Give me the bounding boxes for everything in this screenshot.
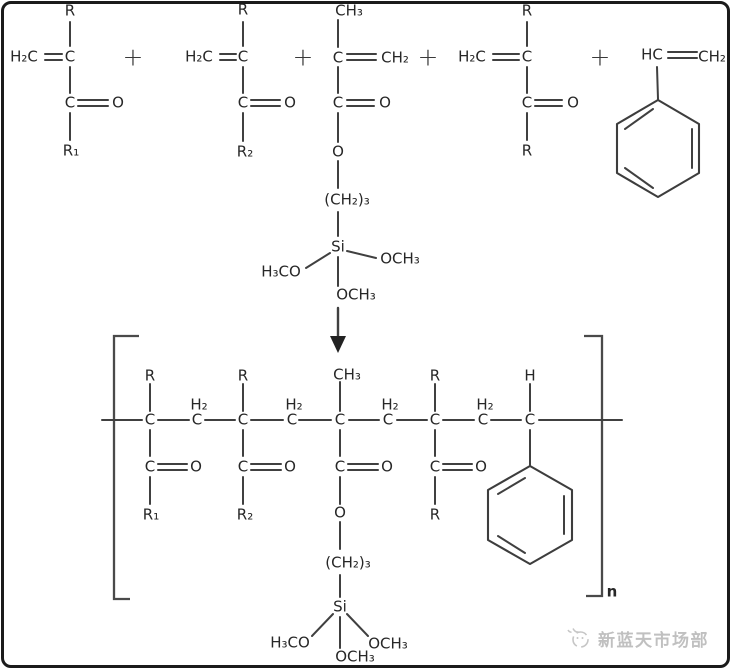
- m4-vinyl-label: H₂C: [458, 47, 486, 66]
- plus-sign-4: +: [589, 42, 611, 72]
- watermark: 新蓝天市场部: [564, 622, 709, 654]
- methylene1-c-label: C: [191, 410, 203, 429]
- u3-propylene-label: (CH₂)₃: [325, 553, 371, 572]
- m1-carbonyl-o-label: O: [112, 93, 124, 112]
- plus-sign-2: +: [292, 42, 314, 72]
- m2-carbonyl-c-label: C: [237, 93, 249, 112]
- m1-top-label: R: [64, 1, 76, 20]
- u2-backbone-c-label: C: [237, 410, 249, 429]
- m3-carbonyl-c-label: C: [332, 93, 344, 112]
- right-bracket: [584, 334, 604, 598]
- u3-methyl-label: CH₃: [333, 365, 361, 384]
- m3-methoxy-left-label: H₃CO: [261, 262, 301, 281]
- plus-sign-3: +: [417, 42, 439, 72]
- u5-top-label: H: [524, 366, 536, 385]
- m3-methyl-label: CH₃: [335, 1, 363, 20]
- repeat-subscript-n: n: [606, 582, 618, 601]
- monomer2-bonds: [219, 21, 281, 142]
- u5-backbone-c-label: C: [524, 410, 536, 429]
- u4-carbonyl-o-label: O: [475, 457, 487, 476]
- u3-methoxy-right-label: OCH₃: [368, 634, 408, 653]
- m2-top-label: R: [237, 0, 249, 19]
- u3-methoxy-bottom-label: OCH₃: [335, 647, 375, 666]
- m2-alpha-c-label: C: [237, 47, 249, 66]
- unit5-bonds: [486, 383, 574, 566]
- m2-vinyl-label: H₂C: [185, 47, 213, 66]
- m3-alpha-c-label: C: [332, 48, 344, 67]
- unit2-bonds: [242, 383, 282, 505]
- m2-bottom-label: R₂: [236, 142, 254, 161]
- u4-carbonyl-c-label: C: [429, 457, 441, 476]
- methylene3-h2-label: H₂: [381, 395, 399, 414]
- monomer1-bonds: [44, 21, 109, 141]
- methylene2-c-label: C: [286, 410, 298, 429]
- polymer-benzene-ring: [486, 464, 574, 566]
- u1-bottom-label: R₁: [142, 505, 160, 524]
- styrene-benzene-ring: [615, 98, 701, 199]
- m3-carbonyl-o-label: O: [379, 93, 391, 112]
- m5-vinyl-hc-label: HC: [641, 45, 663, 64]
- unit1-bonds: [149, 383, 188, 505]
- m3-methoxy-bottom-label: OCH₃: [336, 285, 376, 304]
- u3-carbonyl-o-label: O: [381, 457, 393, 476]
- m3-silicon-label: Si: [331, 237, 345, 256]
- u2-carbonyl-o-label: O: [284, 457, 296, 476]
- m1-alpha-c-label: C: [64, 47, 76, 66]
- m1-vinyl-label: H₂C: [10, 47, 38, 66]
- m4-top-label: R: [521, 1, 533, 20]
- u1-backbone-c-label: C: [144, 410, 156, 429]
- u2-carbonyl-c-label: C: [237, 457, 249, 476]
- company-logo-icon: [567, 628, 589, 648]
- methylene2-h2-label: H₂: [285, 395, 303, 414]
- plus-sign-1: +: [122, 42, 144, 72]
- u3-carbonyl-c-label: C: [334, 457, 346, 476]
- m4-carbonyl-o-label: O: [567, 93, 579, 112]
- u2-bottom-label: R₂: [236, 505, 254, 524]
- m4-bottom-label: R: [521, 141, 533, 160]
- methylene4-h2-label: H₂: [476, 395, 494, 414]
- u3-backbone-c-label: C: [334, 410, 346, 429]
- u3-ester-o-label: O: [334, 503, 346, 522]
- m3-methoxy-right-label: OCH₃: [380, 249, 420, 268]
- u4-bottom-label: R: [429, 505, 441, 524]
- m1-carbonyl-c-label: C: [64, 93, 76, 112]
- methylene1-h2-label: H₂: [190, 395, 208, 414]
- monomer3-bonds: [305, 19, 377, 287]
- m3-ester-o-label: O: [332, 142, 344, 161]
- m4-alpha-c-label: C: [521, 47, 533, 66]
- u1-top-label: R: [144, 366, 156, 385]
- m1-bottom-label: R₁: [62, 141, 80, 160]
- left-bracket: [112, 334, 139, 601]
- u4-top-label: R: [429, 366, 441, 385]
- unit4-bonds: [434, 383, 473, 505]
- m4-carbonyl-c-label: C: [521, 93, 533, 112]
- m3-vinyl-label: CH₂: [381, 48, 409, 67]
- reaction-arrow: [330, 306, 346, 353]
- watermark-text: 新蓝天市场部: [598, 630, 709, 651]
- unit3-bonds: [311, 381, 379, 649]
- m5-vinyl-ch2-label: CH₂: [698, 47, 726, 66]
- u4-backbone-c-label: C: [429, 410, 441, 429]
- m2-carbonyl-o-label: O: [284, 93, 296, 112]
- u3-silicon-label: Si: [333, 597, 347, 616]
- monomer5-bonds: [615, 51, 701, 199]
- u3-methoxy-left-label: H₃CO: [270, 633, 310, 652]
- methylene3-c-label: C: [382, 410, 394, 429]
- u1-carbonyl-o-label: O: [190, 457, 202, 476]
- u2-top-label: R: [237, 366, 249, 385]
- u1-carbonyl-c-label: C: [144, 457, 156, 476]
- methylene4-c-label: C: [477, 410, 489, 429]
- monomer4-bonds: [492, 21, 563, 141]
- m3-propylene-label: (CH₂)₃: [324, 190, 370, 209]
